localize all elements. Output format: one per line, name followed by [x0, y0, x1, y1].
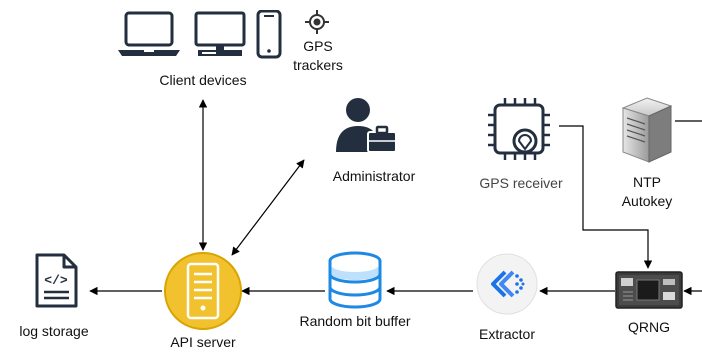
- administrator-label: Administrator: [332, 168, 416, 184]
- extractor-icon: [476, 253, 538, 315]
- gps-receiver-label: GPS receiver: [479, 175, 563, 191]
- client-devices-label: Client devices: [159, 72, 247, 88]
- qrng-board-icon: [615, 271, 683, 309]
- gps-trackers-label-line1: GPS: [303, 38, 333, 54]
- ntp-autokey-label-line2: Autokey: [621, 193, 673, 209]
- gps-receiver-chip-icon: [488, 98, 550, 160]
- random-bit-buffer-label: Random bit buffer: [299, 313, 411, 329]
- administrator-icon: [336, 98, 397, 153]
- api-server-icon: [164, 252, 242, 330]
- ntp-server-icon: [621, 97, 673, 163]
- client-devices-icons: [118, 10, 282, 59]
- log-file-icon: </>: [35, 253, 78, 308]
- gps-tracker-icon: [305, 10, 329, 34]
- desktop-icon: [194, 11, 246, 56]
- gps-trackers-label-line2: trackers: [293, 57, 343, 73]
- extractor-label: Extractor: [478, 326, 535, 342]
- phone-icon: [256, 10, 282, 59]
- laptop-icon: [118, 11, 180, 56]
- edge-gps-qrng: [559, 125, 653, 269]
- svg-text:</>: </>: [44, 273, 68, 288]
- log-storage-label: log storage: [19, 323, 89, 339]
- edge-admin-api: [231, 159, 305, 256]
- api-server-label: API server: [170, 334, 236, 350]
- ntp-autokey-label-line1: NTP: [633, 174, 661, 190]
- database-icon: [328, 251, 382, 309]
- qrng-label: QRNG: [628, 319, 670, 335]
